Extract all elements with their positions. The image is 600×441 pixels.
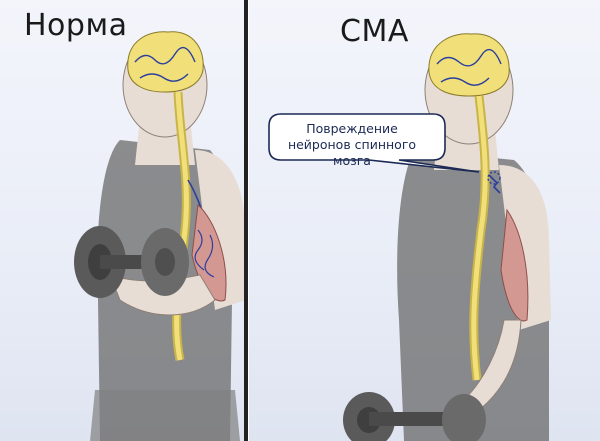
bicep-muscle-weak [500, 208, 529, 322]
muscle-nerve-branches [194, 229, 215, 278]
brain-nerves [436, 48, 502, 86]
damage-callout: Повреждение нейронов спинного мозга [268, 114, 436, 168]
shorts [90, 390, 240, 441]
damage-marker [487, 171, 501, 185]
brain [127, 31, 204, 93]
dumbbell [74, 226, 189, 298]
brain [428, 33, 510, 97]
shoulder-right [499, 165, 551, 330]
panel-normal: Норма [0, 0, 246, 441]
spinal-cord-highlight [174, 91, 189, 361]
panel-title-sma: СМА [340, 14, 409, 49]
spinal-cord-highlight [471, 95, 488, 381]
figure-sma [268, 33, 551, 441]
damaged-nerve-stub [488, 174, 501, 194]
brain-nerves [134, 46, 196, 82]
callout-bubble [268, 113, 480, 173]
callout-line-1: Повреждение [306, 121, 398, 136]
panel-divider [244, 0, 248, 441]
shoulder-right [195, 150, 246, 310]
dumbbell [343, 392, 486, 441]
panel-title-normal: Норма [24, 8, 128, 43]
figure-normal [74, 31, 246, 441]
callout-text: Повреждение нейронов спинного мозга [268, 121, 436, 169]
panel-sma: СМА [249, 0, 600, 441]
callout-line-2: нейронов спинного мозга [287, 137, 417, 168]
